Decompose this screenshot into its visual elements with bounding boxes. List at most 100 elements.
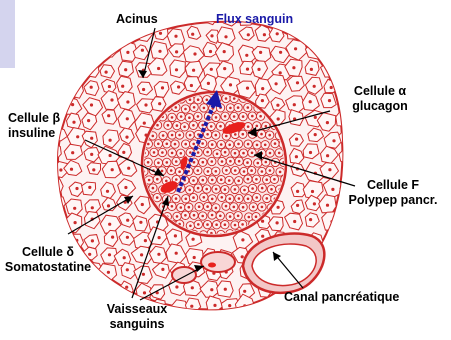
acinar-nucleus — [347, 170, 350, 173]
islet-nucleus — [225, 135, 228, 138]
acinar-cell — [52, 297, 68, 313]
acinar-nucleus — [309, 218, 312, 221]
islet-nucleus — [193, 214, 196, 217]
islet-nucleus — [229, 197, 232, 200]
acinar-nucleus — [109, 139, 112, 142]
islet-nucleus — [203, 107, 206, 110]
acinar-nucleus — [107, 271, 110, 274]
islet-nucleus — [259, 115, 262, 118]
islet-nucleus — [189, 98, 192, 101]
acinar-cell — [84, 8, 99, 25]
acinar-nucleus — [72, 291, 75, 294]
islet-nucleus — [201, 142, 204, 145]
acinar-nucleus — [246, 87, 249, 90]
acinar-nucleus — [330, 86, 333, 89]
acinar-nucleus — [91, 239, 94, 242]
acinar-cell — [169, 13, 182, 25]
acinar-nucleus — [348, 239, 351, 242]
acinar-nucleus — [327, 17, 330, 20]
islet-nucleus — [264, 144, 267, 147]
acinar-cell — [185, 298, 200, 312]
acinar-nucleus — [90, 290, 93, 293]
islet-nucleus — [202, 161, 205, 164]
islet-nucleus — [175, 160, 178, 163]
islet-nucleus — [274, 142, 277, 145]
acinar-nucleus — [75, 187, 78, 190]
acinar-nucleus — [260, 307, 263, 310]
acinar-nucleus — [223, 67, 226, 70]
acinar-nucleus — [295, 138, 298, 141]
acinar-nucleus — [292, 66, 295, 69]
acinar-nucleus — [111, 236, 114, 239]
acinar-nucleus — [107, 114, 110, 117]
islet-nucleus — [184, 143, 187, 146]
acinar-cell — [52, 214, 67, 226]
acinar-nucleus — [87, 119, 90, 122]
acinar-nucleus — [246, 68, 249, 71]
label-cellule-beta: Cellule β insuline — [8, 111, 60, 141]
acinar-nucleus — [344, 221, 347, 224]
islet-nucleus — [279, 171, 282, 174]
acinar-nucleus — [192, 322, 195, 325]
acinar-nucleus — [105, 31, 108, 34]
islet-nucleus — [215, 116, 218, 119]
acinar-cell — [319, 45, 336, 62]
acinar-nucleus — [139, 221, 142, 224]
acinar-nucleus — [89, 67, 92, 70]
islet-nucleus — [189, 225, 192, 228]
islet-nucleus — [220, 143, 223, 146]
acinar-cell — [324, 263, 340, 280]
acinar-nucleus — [315, 19, 318, 22]
islet-nucleus — [197, 187, 200, 190]
islet-nucleus — [273, 178, 276, 181]
acinar-nucleus — [327, 53, 330, 56]
acinar-nucleus — [259, 51, 262, 54]
acinar-nucleus — [313, 202, 316, 205]
islet-nucleus — [167, 124, 170, 127]
islet-nucleus — [175, 106, 178, 109]
islet-nucleus — [268, 134, 271, 137]
acinar-cell — [46, 312, 65, 330]
islet-nucleus — [166, 161, 169, 164]
islet-nucleus — [156, 196, 159, 199]
islet-nucleus — [233, 206, 236, 209]
acinar-nucleus — [141, 49, 144, 52]
islet-nucleus — [180, 206, 183, 209]
acinar-nucleus — [71, 103, 74, 106]
acinar-cell — [67, 298, 84, 317]
acinar-nucleus — [75, 307, 78, 310]
islet-nucleus — [228, 179, 231, 182]
islet-nucleus — [229, 107, 232, 110]
acinar-nucleus — [193, 256, 196, 259]
islet-nucleus — [215, 188, 218, 191]
acinar-nucleus — [143, 291, 146, 294]
acinar-nucleus — [105, 71, 108, 74]
islet-nucleus — [189, 151, 192, 154]
islet-nucleus — [165, 180, 168, 183]
islet-nucleus — [192, 124, 195, 127]
label-delta-line1: Cellule δ — [0, 245, 96, 260]
acinar-nucleus — [159, 32, 162, 35]
acinar-nucleus — [331, 238, 334, 241]
acinar-nucleus — [56, 17, 59, 20]
acinar-nucleus — [276, 303, 279, 306]
acinar-nucleus — [311, 32, 314, 35]
acinar-nucleus — [210, 288, 213, 291]
islet-nucleus — [193, 106, 196, 109]
acinar-nucleus — [74, 322, 77, 325]
islet-nucleus — [176, 124, 179, 127]
islet-nucleus — [242, 133, 245, 136]
acinar-cell — [49, 61, 69, 81]
islet-nucleus — [171, 205, 174, 208]
label-cellule-delta: Cellule δ Somatostatine — [0, 245, 96, 275]
acinar-nucleus — [209, 50, 212, 53]
islet-nucleus — [237, 215, 240, 218]
acinar-nucleus — [228, 304, 231, 307]
acinar-nucleus — [123, 256, 126, 259]
islet-nucleus — [219, 125, 222, 128]
islet-nucleus — [269, 169, 272, 172]
islet-nucleus — [166, 143, 169, 146]
acinar-nucleus — [314, 133, 317, 136]
acinar-nucleus — [274, 326, 277, 329]
islet-nucleus — [147, 143, 150, 146]
